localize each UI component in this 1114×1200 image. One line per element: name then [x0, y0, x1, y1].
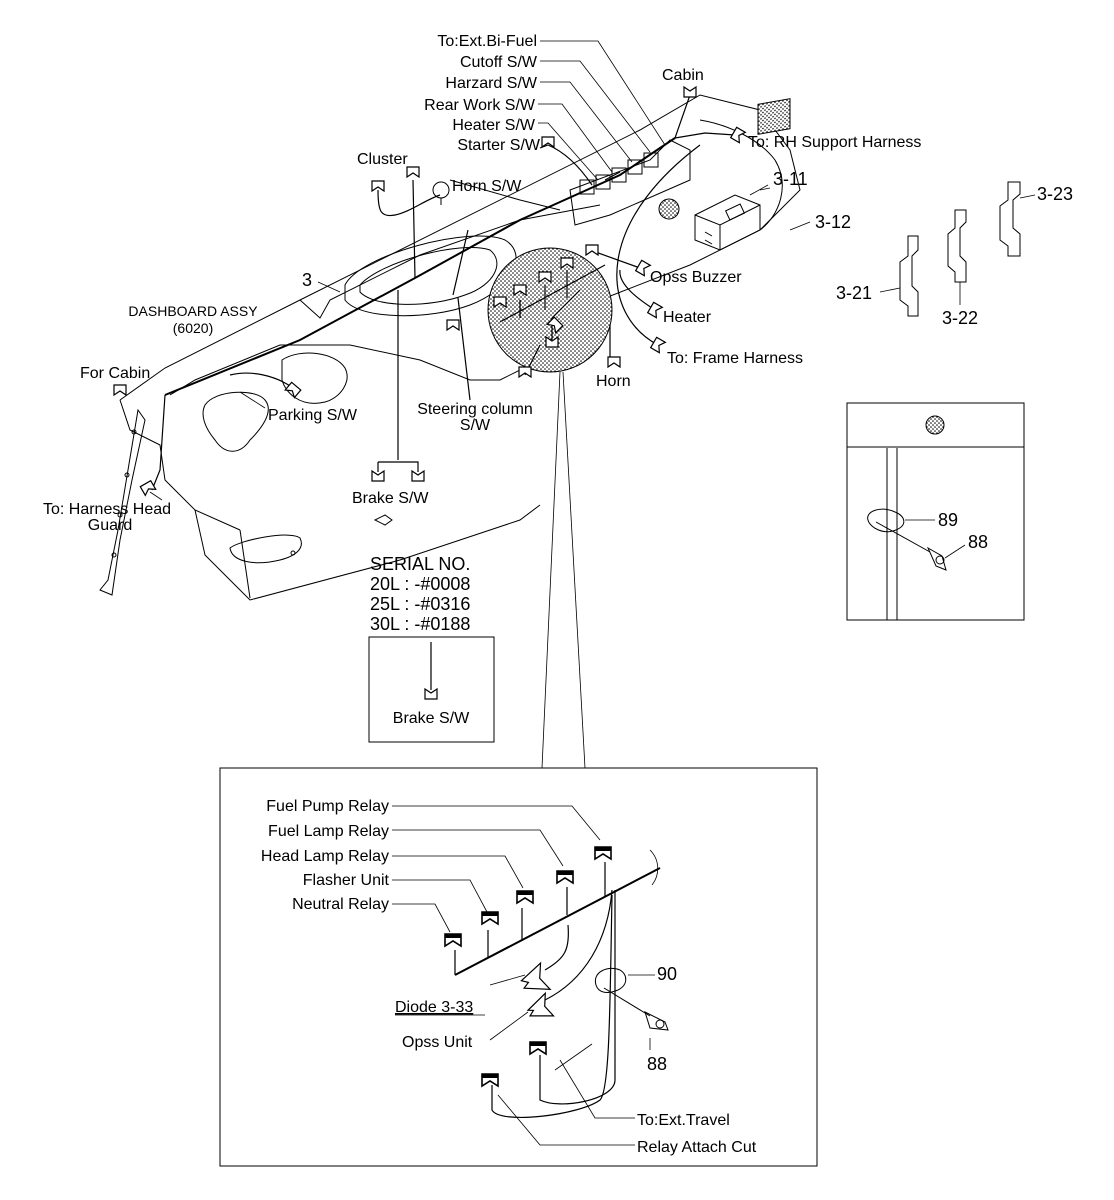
bracket-3-22-icon: [947, 209, 967, 283]
label-heater-sw: Heater S/W: [452, 117, 536, 134]
label-hazard-sw: Harzard S/W: [445, 75, 537, 92]
relay-detail-box: Fuel Pump Relay Fuel Lamp Relay Head Lam…: [219, 767, 818, 1167]
label-horn: Horn: [596, 373, 631, 390]
label-starter-sw: Starter S/W: [457, 137, 541, 154]
label-flasher-unit: Flasher Unit: [303, 872, 390, 889]
dashboard-body: [99, 94, 801, 601]
label-guard: Guard: [88, 517, 132, 534]
label-frame-harness: To: Frame Harness: [667, 350, 803, 367]
label-88-right: 88: [968, 532, 988, 552]
label-horn-sw: Horn S/W: [452, 178, 522, 195]
label-opss-buzzer: Opss Buzzer: [650, 269, 742, 286]
label-rear-work-sw: Rear Work S/W: [424, 97, 536, 114]
label-fuel-pump-relay: Fuel Pump Relay: [266, 798, 389, 815]
label-dashboard-assy: DASHBOARD ASSY: [128, 303, 258, 319]
label-for-cabin: For Cabin: [80, 365, 150, 382]
label-fuel-lamp-relay: Fuel Lamp Relay: [268, 823, 389, 840]
part-3-12-sheet: [757, 98, 791, 135]
label-90: 90: [657, 964, 677, 984]
serial-line-1: 20L : -#0008: [370, 574, 470, 594]
label-rh-support: To: RH Support Harness: [748, 134, 921, 151]
clamp-detail-box: 89 88: [846, 402, 1025, 621]
label-cabin: Cabin: [662, 67, 704, 84]
main-connectors: [113, 86, 746, 496]
relay-3-11-icon: [694, 184, 769, 251]
serial-title: SERIAL NO.: [370, 554, 470, 574]
label-cutoff-sw: Cutoff S/W: [460, 54, 538, 71]
label-relay-attach-cut: Relay Attach Cut: [637, 1139, 757, 1156]
serial-line-2: 25L : -#0316: [370, 594, 470, 614]
label-diode: Diode 3-33: [395, 999, 473, 1016]
label-3: 3: [302, 270, 312, 290]
label-dashboard-code: (6020): [173, 320, 213, 336]
label-harness-head: To: Harness Head: [43, 501, 171, 518]
label-head-lamp-relay: Head Lamp Relay: [261, 848, 389, 865]
label-steering-sw: S/W: [460, 417, 491, 434]
label-3-21: 3-21: [836, 283, 872, 303]
label-heater: Heater: [663, 309, 712, 326]
serial-line-3: 30L : -#0188: [370, 614, 470, 634]
label-3-23: 3-23: [1037, 184, 1073, 204]
label-ext-travel: To:Ext.Travel: [637, 1112, 730, 1129]
label-steering-column: Steering column: [417, 401, 533, 418]
label-parking-sw: Parking S/W: [268, 407, 358, 424]
main-labels: To:Ext.Bi-Fuel Cutoff S/W Harzard S/W Re…: [43, 33, 1073, 534]
horn-switch-icon: [432, 181, 450, 205]
label-3-22: 3-22: [942, 308, 978, 328]
label-opss-unit: Opss Unit: [402, 1034, 473, 1051]
zoom-circle: [487, 244, 613, 769]
bracket-3-23-icon: [999, 181, 1021, 257]
label-neutral-relay: Neutral Relay: [292, 896, 389, 913]
label-89: 89: [938, 510, 958, 530]
label-cluster: Cluster: [357, 151, 408, 168]
leader-lines: [149, 40, 1036, 501]
label-3-11: 3-11: [773, 169, 808, 189]
serial-box: SERIAL NO. 20L : -#0008 25L : -#0316 30L…: [368, 554, 495, 743]
main-harness: [151, 94, 736, 491]
serial-brake-sw: Brake S/W: [393, 710, 470, 727]
label-brake-sw: Brake S/W: [352, 490, 429, 507]
bracket-3-21-icon: [899, 235, 919, 317]
label-ext-bi-fuel: To:Ext.Bi-Fuel: [437, 33, 537, 50]
label-3-12: 3-12: [815, 212, 851, 232]
label-88-bottom: 88: [647, 1054, 667, 1074]
